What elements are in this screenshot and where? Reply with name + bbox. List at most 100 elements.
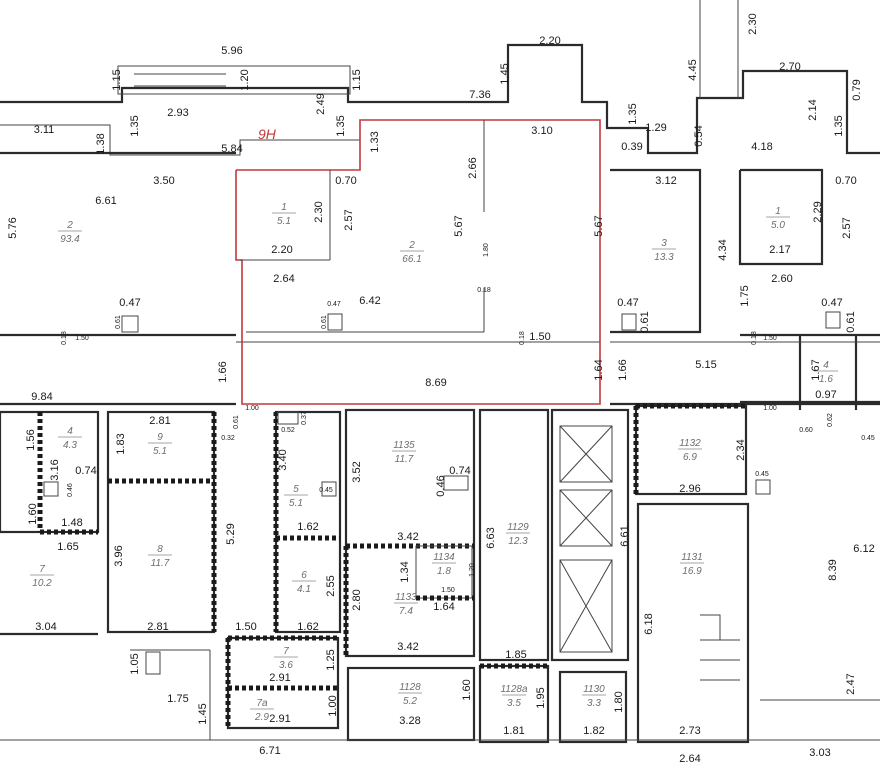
room-number: 2: [66, 220, 73, 231]
room-area: 7.4: [399, 606, 413, 617]
dimension-label: 0.45: [861, 435, 875, 442]
dimension-label: 0.52: [281, 427, 295, 434]
dimension-label: 1.35: [335, 115, 347, 136]
highlighted-unit-outline: [235, 119, 601, 405]
room-number: 1134: [433, 552, 455, 563]
dimension-label: 2.80: [351, 589, 363, 610]
dimension-label: 2.29: [812, 201, 824, 222]
dimension-label: 2.34: [735, 439, 747, 460]
dimension-label: 6.61: [95, 195, 116, 207]
room-number: 1130: [583, 684, 605, 695]
dimension-label: 1.00: [245, 405, 259, 412]
dimension-label: 3.12: [655, 175, 676, 187]
dimension-label: 2.70: [779, 61, 800, 73]
dimension-label: 1.38: [95, 133, 107, 154]
dimension-label: 4.45: [687, 59, 699, 80]
dimension-label: 0.37: [301, 411, 308, 425]
dimension-label: 0.61: [115, 315, 122, 329]
dimension-label: 2.60: [771, 273, 792, 285]
dimension-label: 5.15: [695, 359, 716, 371]
room-area: 11.7: [151, 558, 170, 569]
room-area: 5.1: [277, 216, 291, 227]
dimension-label: 1.25: [325, 649, 337, 670]
dimension-label: 3.11: [34, 124, 55, 136]
dimension-label: 1.33: [369, 131, 381, 152]
room-area: 10.2: [32, 578, 52, 589]
dimension-label: 0.79: [851, 79, 863, 100]
room-area: 93.4: [60, 234, 80, 245]
dimension-label: 8.69: [425, 377, 446, 389]
dimension-label: 1.85: [505, 649, 526, 661]
dimension-label: 3.28: [399, 715, 420, 727]
dimension-label: 3.52: [351, 461, 363, 482]
dimension-label: 3.10: [531, 125, 552, 137]
dimension-label: 2.30: [313, 201, 325, 222]
room-number: 7: [283, 646, 289, 657]
dimension-label: 0.47: [119, 297, 140, 309]
room-area: 3.3: [587, 698, 601, 709]
dimension-label: 0.47: [617, 297, 638, 309]
room-labels: 293.415.1266.1313.315.044.395.155.111351…: [30, 202, 838, 723]
dimension-label: 1.34: [399, 561, 411, 582]
dimension-label: 0.46: [67, 483, 74, 497]
dimension-label: 1.66: [617, 359, 629, 380]
dimension-label: 3.42: [397, 531, 418, 543]
dimension-label: 2.47: [845, 673, 857, 694]
dimension-label: 2.55: [325, 575, 337, 596]
dimension-label: 1.50: [75, 335, 89, 342]
dimension-label: 2.49: [315, 93, 327, 114]
dimension-label: 3.50: [153, 175, 174, 187]
room-area: 3.5: [507, 698, 521, 709]
dimension-label: 3.42: [397, 641, 418, 653]
room-area: 4.3: [63, 440, 77, 451]
room-number: 4: [67, 426, 73, 437]
dimension-label: 5.29: [225, 523, 237, 544]
dimension-label: 0.47: [327, 301, 341, 308]
room-number: 1: [775, 206, 781, 217]
room-area: 5.2: [403, 696, 417, 707]
dimension-label: 1.62: [297, 521, 318, 533]
dimension-label: 0.62: [827, 413, 834, 427]
dimension-label: 6.63: [485, 527, 497, 548]
dimension-label: 1.75: [167, 693, 188, 705]
dimension-label: 0.61: [321, 315, 328, 329]
room-number: 1132: [679, 438, 701, 449]
dimension-label: 2.66: [467, 157, 479, 178]
room-number: 6: [301, 570, 307, 581]
dimension-label: 3.04: [35, 621, 56, 633]
dimension-label: 1.65: [57, 541, 78, 553]
dimension-label: 2.93: [167, 107, 188, 119]
dimension-label: 8.39: [827, 559, 839, 580]
dimension-label: 6.18: [643, 613, 655, 634]
room-area: 12.3: [508, 536, 528, 547]
dimension-label: 7.36: [469, 89, 490, 101]
dimension-label: 1.15: [111, 69, 123, 90]
dimension-label: 9.84: [31, 391, 52, 403]
dimension-label: 0.74: [75, 465, 96, 477]
dimension-label: 1.50: [235, 621, 256, 633]
dimension-label: 1.50: [763, 335, 777, 342]
dimension-label: 1.83: [115, 433, 127, 454]
room-area: 11.7: [395, 454, 414, 465]
dimension-label: 2.81: [149, 415, 170, 427]
dimension-label: 4.34: [717, 239, 729, 260]
fixtures: [43, 311, 841, 675]
dimension-label: 1.35: [129, 115, 141, 136]
dimension-label: 1.67: [810, 359, 822, 380]
dimension-label: 1.80: [483, 243, 490, 257]
dimension-label: 5.67: [593, 215, 605, 236]
room-number: 1133: [395, 592, 417, 603]
dimension-label: 1.64: [433, 601, 454, 613]
dimension-label: 2.30: [747, 13, 759, 34]
dimension-label: 3.16: [49, 459, 61, 480]
room-number: 1131: [681, 552, 703, 563]
dimension-label: 0.18: [477, 287, 491, 294]
room-area: 5.1: [153, 446, 167, 457]
dimension-label: 2.57: [343, 209, 355, 230]
dimension-label: 0.61: [639, 311, 651, 332]
dimension-label: 6.61: [619, 525, 631, 546]
dimension-label: 1.20: [469, 563, 476, 577]
dimension-label: 2.20: [539, 35, 560, 47]
dimension-label: 2.17: [769, 244, 790, 256]
dimension-label: 2.96: [679, 483, 700, 495]
